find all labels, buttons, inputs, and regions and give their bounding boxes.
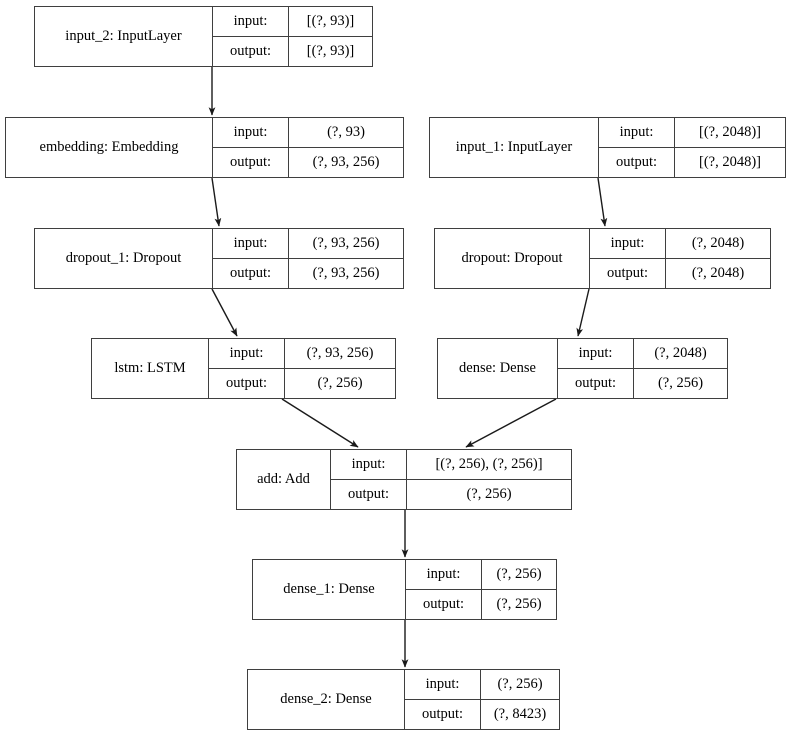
node-input-shape-dropout: (?, 2048) (691, 235, 745, 251)
node-output-shape-dense_1: (?, 256) (496, 596, 542, 612)
node-output-row-embedding: output: (?, 93, 256) (213, 147, 403, 177)
node-output-label-dense_1: output: (406, 589, 482, 619)
node-input-row-input_2: input: [(?, 93)] (213, 7, 372, 37)
node-output-shape-input_2: [(?, 93)] (306, 43, 355, 59)
node-input-label-dropout_1: input: (213, 229, 289, 258)
graph-edge-embedding-to-dropout_1 (211, 177, 222, 227)
node-input-row-dropout: input: (?, 2048) (590, 229, 770, 259)
node-input-row-dense_2: input: (?, 256) (405, 670, 559, 700)
node-input-shape-input_1: [(?, 2048)] (698, 124, 761, 140)
node-input-row-lstm: input: (?, 93, 256) (209, 339, 395, 369)
node-output-shape-add: (?, 256) (466, 486, 512, 502)
node-output-label-input_2: output: (213, 36, 289, 66)
node-input-label-dense_1: input: (406, 560, 482, 589)
node-output-shape-dense: (?, 256) (657, 375, 704, 391)
node-title-dropout: dropout: Dropout (435, 229, 590, 288)
node-input-label-add: input: (331, 450, 407, 479)
node-input-label-input_1: input: (599, 118, 675, 147)
node-input-shape-input_2: [(?, 93)] (306, 13, 355, 29)
node-title-input_1: input_1: InputLayer (430, 118, 599, 177)
node-title-dense: dense: Dense (438, 339, 558, 398)
node-input-shape-dense_2: (?, 256) (497, 676, 543, 692)
node-io-table-embedding: input: (?, 93) output: (?, 93, 256) (213, 118, 403, 177)
node-output-label-dropout_1: output: (213, 258, 289, 288)
node-output-label-dropout: output: (590, 258, 666, 288)
node-io-table-dense_1: input: (?, 256) output: (?, 256) (406, 560, 556, 619)
node-output-label-input_1: output: (599, 147, 675, 177)
node-input-shape-dense: (?, 2048) (654, 345, 707, 361)
node-input-row-embedding: input: (?, 93) (213, 118, 403, 148)
node-io-table-lstm: input: (?, 93, 256) output: (?, 256) (209, 339, 395, 398)
node-output-label-dense: output: (558, 368, 634, 398)
node-input-shape-lstm: (?, 93, 256) (306, 345, 374, 361)
graph-edge-lstm-to-add (281, 398, 359, 448)
node-output-row-dense_1: output: (?, 256) (406, 589, 556, 619)
node-output-shape-dropout_1: (?, 93, 256) (312, 265, 380, 281)
node-output-label-add: output: (331, 479, 407, 509)
node-title-embedding: embedding: Embedding (6, 118, 213, 177)
node-output-row-dense_2: output: (?, 8423) (405, 699, 559, 729)
node-output-shape-lstm: (?, 256) (317, 375, 363, 391)
node-output-row-dropout: output: (?, 2048) (590, 258, 770, 288)
node-io-table-input_2: input: [(?, 93)] output: [(?, 93)] (213, 7, 372, 66)
node-input-label-lstm: input: (209, 339, 285, 368)
graph-edge-dropout_1-to-lstm (211, 288, 238, 337)
node-io-table-dropout: input: (?, 2048) output: (?, 2048) (590, 229, 770, 288)
node-input-row-add: input: [(?, 256), (?, 256)] (331, 450, 571, 480)
node-io-table-add: input: [(?, 256), (?, 256)] output: (?, 256… (331, 450, 571, 509)
node-input-label-dense: input: (558, 339, 634, 368)
node-input-shape-dropout_1: (?, 93, 256) (312, 235, 380, 251)
node-output-shape-dropout: (?, 2048) (691, 265, 745, 281)
node-output-label-dense_2: output: (405, 699, 481, 729)
node-io-table-dense: input: (?, 2048) output: (?, 256) (558, 339, 727, 398)
node-output-row-lstm: output: (?, 256) (209, 368, 395, 398)
node-input-shape-add: [(?, 256), (?, 256)] (435, 456, 543, 472)
node-output-row-dropout_1: output: (?, 93, 256) (213, 258, 403, 288)
node-title-dense_1: dense_1: Dense (253, 560, 406, 619)
node-input-shape-dense_1: (?, 256) (496, 566, 542, 582)
node-title-lstm: lstm: LSTM (92, 339, 209, 398)
node-io-table-dropout_1: input: (?, 93, 256) output: (?, 93, 256) (213, 229, 403, 288)
node-output-row-dense: output: (?, 256) (558, 368, 727, 398)
node-input-label-input_2: input: (213, 7, 289, 36)
node-title-dense_2: dense_2: Dense (248, 670, 405, 729)
node-input-row-dense: input: (?, 2048) (558, 339, 727, 369)
node-input-row-input_1: input: [(?, 2048)] (599, 118, 785, 148)
node-output-shape-input_1: [(?, 2048)] (698, 154, 761, 170)
node-input-label-dropout: input: (590, 229, 666, 258)
node-title-dropout_1: dropout_1: Dropout (35, 229, 213, 288)
node-input-label-embedding: input: (213, 118, 289, 147)
graph-edge-input_1-to-dropout (597, 177, 608, 227)
node-output-row-input_2: output: [(?, 93)] (213, 36, 372, 66)
graph-edge-dropout-to-dense (576, 288, 590, 337)
node-input-row-dense_1: input: (?, 256) (406, 560, 556, 590)
node-input-row-dropout_1: input: (?, 93, 256) (213, 229, 403, 259)
node-title-add: add: Add (237, 450, 331, 509)
node-output-row-add: output: (?, 256) (331, 479, 571, 509)
node-io-table-input_1: input: [(?, 2048)] output: [(?, 2048)] (599, 118, 785, 177)
node-input-label-dense_2: input: (405, 670, 481, 699)
node-title-input_2: input_2: InputLayer (35, 7, 213, 66)
graph-edge-dense-to-add (465, 398, 557, 448)
node-output-label-embedding: output: (213, 147, 289, 177)
node-io-table-dense_2: input: (?, 256) output: (?, 8423) (405, 670, 559, 729)
node-output-label-lstm: output: (209, 368, 285, 398)
node-input-shape-embedding: (?, 93) (327, 124, 365, 140)
node-output-shape-embedding: (?, 93, 256) (312, 154, 380, 170)
node-output-shape-dense_2: (?, 8423) (493, 706, 547, 722)
node-output-row-input_1: output: [(?, 2048)] (599, 147, 785, 177)
